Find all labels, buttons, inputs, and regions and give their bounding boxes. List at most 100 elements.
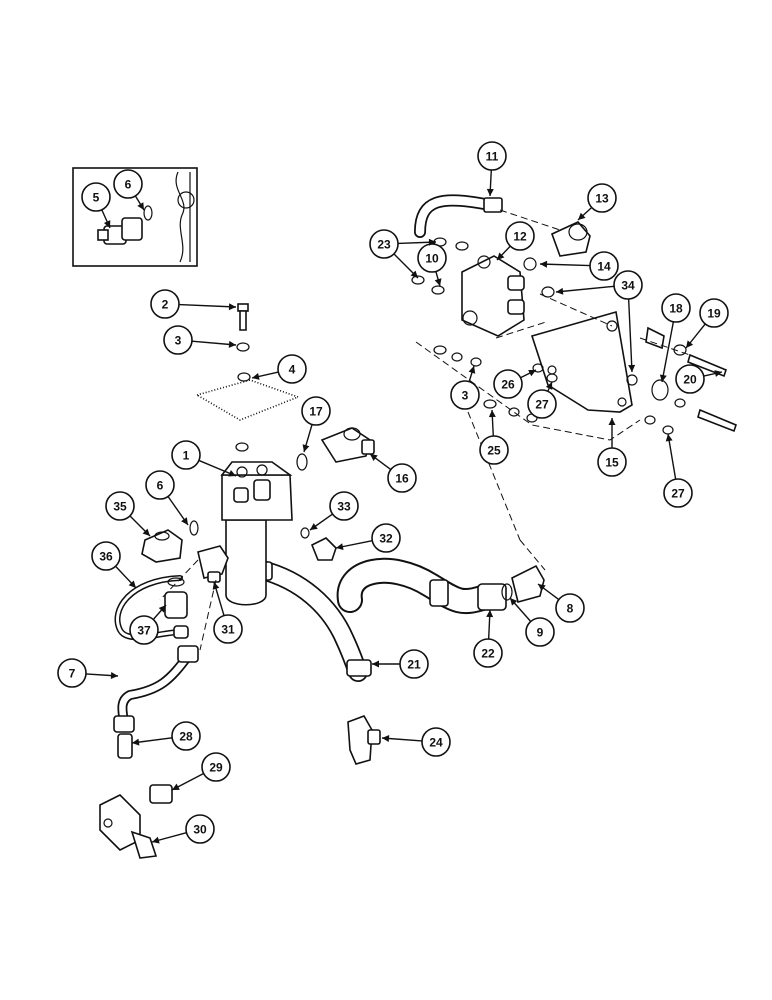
callout-circle-5 (81, 182, 111, 212)
callout-leader-3 (191, 340, 237, 346)
callout-circle-27 (527, 389, 557, 419)
callout-label-14: 14 (597, 260, 611, 274)
callout-label-6: 6 (125, 178, 132, 192)
callout-circle-12 (505, 221, 535, 251)
valve-assembly (461, 221, 591, 337)
callout-circle-18 (661, 293, 691, 323)
callout-arrow-3 (468, 366, 476, 374)
callout-circle-37 (129, 615, 159, 645)
callout-label-27: 27 (671, 487, 685, 501)
callout-arrow-1 (228, 470, 236, 477)
callout-circle-32 (371, 523, 401, 553)
callout-circle-21 (399, 649, 429, 679)
callout-circle-17 (301, 396, 331, 426)
callout-circle-25 (479, 435, 509, 465)
callout-arrow-35 (142, 528, 150, 536)
hose-22 (336, 557, 507, 615)
callout-arrow-14 (540, 260, 548, 268)
callout-leader-34 (627, 298, 633, 373)
callout-label-4: 4 (289, 363, 296, 377)
elbow-16 (296, 427, 375, 471)
callout-label-2: 2 (162, 298, 169, 312)
callout-label-22: 22 (481, 647, 495, 661)
fittings-left (141, 520, 337, 619)
callout-arrow-6 (137, 202, 144, 210)
tube-7 (113, 645, 199, 733)
coupling-8-9 (501, 564, 545, 603)
callout-label-3: 3 (175, 334, 182, 348)
callout-label-33: 33 (337, 500, 351, 514)
callout-arrow-19 (686, 340, 694, 348)
callout-leader-34 (555, 285, 615, 293)
callout-arrow-2 (228, 303, 236, 311)
callout-arrow-29 (172, 783, 180, 790)
callout-arrow-21 (372, 660, 379, 668)
bolt-2 (236, 303, 250, 352)
callout-label-8: 8 (567, 602, 574, 616)
callout-arrow-22 (486, 610, 494, 618)
tee-24 (347, 715, 381, 765)
callout-label-34: 34 (621, 279, 635, 293)
callout-label-29: 29 (209, 761, 223, 775)
callout-circle-6 (113, 169, 143, 199)
callout-arrow-30 (152, 836, 160, 844)
callout-arrow-26 (528, 370, 536, 377)
callout-label-35: 35 (113, 500, 127, 514)
callout-arrow-33 (310, 523, 318, 530)
callout-circle-28 (171, 721, 201, 751)
callout-label-11: 11 (486, 150, 499, 164)
callout-label-30: 30 (193, 823, 207, 837)
callout-arrow-36 (128, 580, 136, 588)
callout-circle-30 (185, 814, 215, 844)
callout-label-36: 36 (99, 550, 113, 564)
callout-arrow-9 (510, 598, 518, 606)
callout-circle-26 (493, 369, 523, 399)
callout-arrow-23 (428, 238, 436, 246)
callout-label-17: 17 (309, 405, 323, 419)
callout-circle-1 (171, 440, 201, 470)
callout-circle-3 (163, 325, 193, 355)
callout-label-6: 6 (157, 479, 164, 493)
callout-label-25: 25 (487, 444, 501, 458)
callout-circle-15 (597, 447, 627, 477)
callout-circle-34 (613, 270, 643, 300)
callout-circle-22 (473, 638, 503, 668)
callout-arrow-16 (370, 454, 378, 461)
callout-label-7: 7 (69, 667, 76, 681)
callout-label-24: 24 (429, 736, 443, 750)
callout-label-20: 20 (683, 373, 697, 387)
callout-circle-14 (589, 251, 619, 281)
callout-arrow-37 (158, 605, 166, 613)
callout-circle-20 (675, 364, 705, 394)
callout-label-15: 15 (605, 456, 619, 470)
callout-arrow-17 (302, 444, 310, 452)
callout-arrow-27 (545, 382, 553, 390)
callout-arrow-12 (497, 252, 505, 260)
callout-arrow-10 (434, 278, 442, 286)
callout-circle-9 (525, 617, 555, 647)
callout-arrow-3 (228, 340, 236, 348)
callout-label-28: 28 (179, 730, 193, 744)
callout-leader-18 (661, 321, 675, 383)
callout-arrow-11 (486, 188, 494, 196)
callout-arrow-4 (252, 373, 260, 380)
callout-arrow-6 (181, 517, 188, 525)
callout-circle-3 (450, 380, 480, 410)
callout-label-23: 23 (377, 238, 391, 252)
callout-label-21: 21 (407, 658, 421, 672)
callout-arrow-24 (382, 735, 390, 743)
callout-leader-27 (667, 433, 677, 480)
callout-label-10: 10 (425, 252, 439, 266)
callout-label-19: 19 (707, 307, 721, 321)
callout-arrow-13 (578, 212, 586, 220)
filter-assembly (220, 442, 293, 606)
callout-circle-2 (150, 289, 180, 319)
callout-arrow-7 (110, 672, 118, 680)
callout-label-13: 13 (595, 192, 609, 206)
callout-label-31: 31 (221, 623, 235, 637)
callout-circle-7 (57, 658, 87, 688)
callout-label-27: 27 (535, 398, 549, 412)
callout-label-18: 18 (669, 302, 683, 316)
